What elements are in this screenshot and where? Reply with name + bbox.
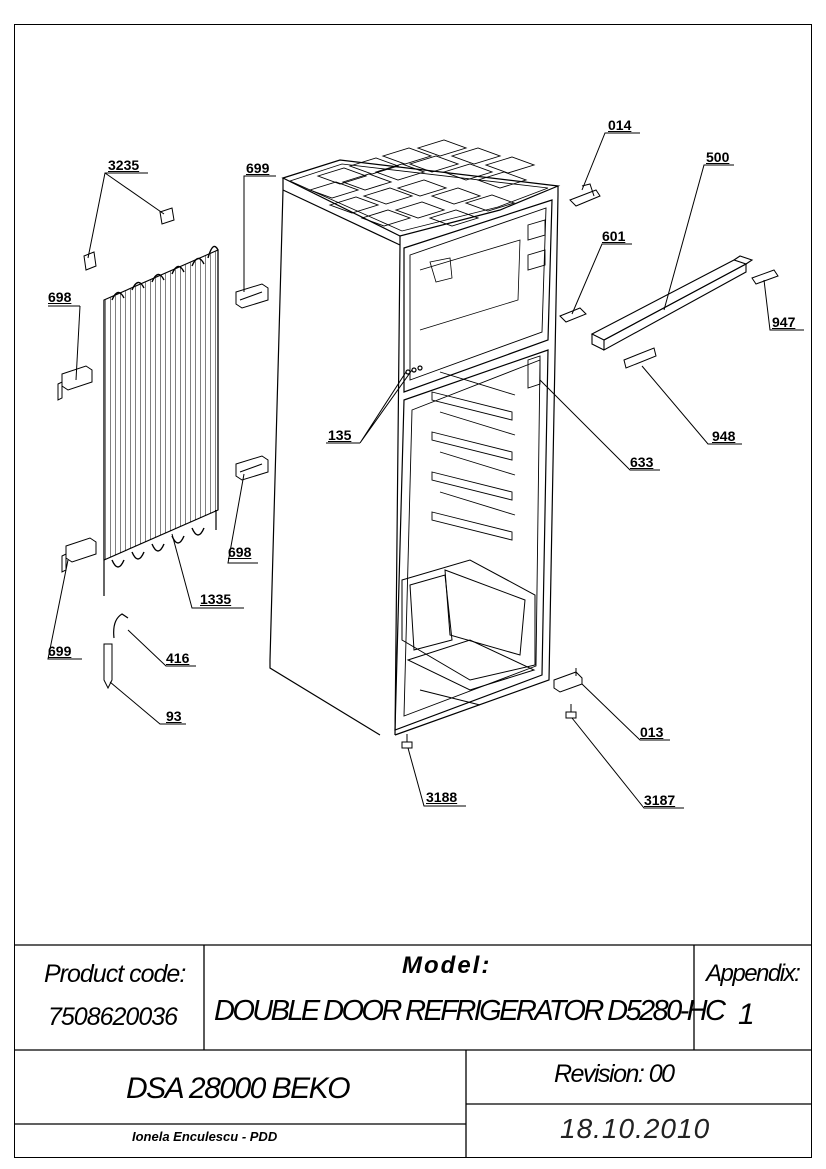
product-code-label: Product code: [44,960,186,988]
appendix-value: 1 [738,998,755,1031]
callout-013: 013 [640,724,664,740]
product-code-value: 7508620036 [48,1003,178,1031]
callout-601: 601 [602,228,626,244]
callout-500: 500 [706,149,730,165]
part-3235-caps [83,207,175,271]
callout-135: 135 [328,427,352,443]
shelf-ribs [431,371,516,541]
drawing-frame [14,24,812,1158]
top-grid [308,139,536,227]
revision: Revision: 00 [554,1060,675,1088]
leader-lines [47,132,804,809]
callout-93: 93 [166,708,182,724]
foot-3187 [565,704,577,719]
callout-947: 947 [772,314,796,330]
author: Ionela Enculescu - PDD [132,1129,278,1144]
callout-698-top: 698 [48,289,72,305]
model-label: Model: [402,952,492,979]
callout-698-mid: 698 [228,544,252,560]
callout-416: 416 [166,650,190,666]
bracket-698-top [57,365,93,401]
callout-3187: 3187 [644,792,676,808]
callout-948: 948 [712,428,736,444]
callout-1335: 1335 [200,591,232,607]
cover-500 [590,255,754,351]
hinge-601 [559,307,587,323]
dsa-number: DSA 28000 BEKO [126,1072,351,1105]
part-948 [623,347,657,369]
part-013-hinge [553,668,583,693]
refrigerator-cabinet [269,139,561,736]
title-block-lines [14,944,812,1158]
part-93-drier [103,643,113,690]
callout-3188: 3188 [426,789,458,805]
callout-633: 633 [630,454,654,470]
condenser [103,245,219,596]
callout-699-top: 699 [246,160,270,176]
bracket-699-top [235,283,269,309]
appendix-label: Appendix: [706,960,801,987]
callout-014: 014 [608,117,632,133]
foot-3188 [401,734,413,749]
callout-3235: 3235 [108,157,140,173]
date: 18.10.2010 [560,1113,711,1144]
hinge-014 [569,183,601,207]
model-value: DOUBLE DOOR REFRIGERATOR D5280-HC [214,995,726,1027]
callout-699-bot: 699 [48,643,72,659]
part-947 [751,269,779,285]
bracket-698-mid [235,455,269,481]
part-416-tube [113,613,129,639]
crisper [401,559,536,706]
